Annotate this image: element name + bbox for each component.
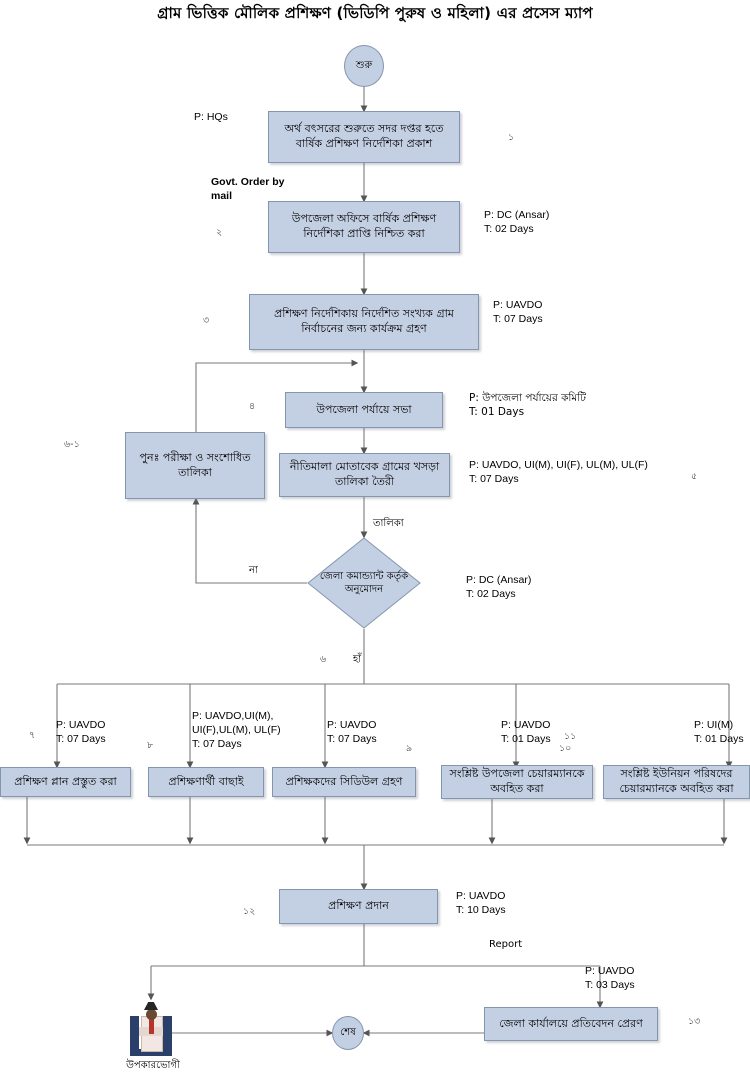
start-label: শুরু — [355, 59, 373, 71]
process-node-3[interactable]: প্রশিক্ষণ নির্দেশিকায় নির্দেশিত সংখ্যক … — [249, 294, 479, 350]
annotation-node9: P: UAVDO T: 07 Days — [327, 719, 377, 746]
process-node-9[interactable]: প্রশিক্ষকদের সিডিউল গ্রহণ — [272, 767, 416, 797]
step-number-6-1: ৬-১ — [64, 439, 80, 450]
annotation-uavdo-3: P: UAVDO T: 07 Days — [493, 299, 543, 326]
step-number-7: ৭ — [29, 730, 36, 741]
beneficiary-sash — [149, 1018, 154, 1034]
process-node-13-label: জেলা কার্যালয়ে প্রতিবেদন প্রেরণ — [499, 1016, 643, 1030]
step-number-12: ১২ — [243, 906, 256, 917]
beneficiary-seat-left — [130, 1016, 139, 1056]
annotation-node13: P: UAVDO T: 03 Days — [585, 965, 635, 992]
step-number-11: ১১ — [564, 731, 577, 742]
step-number-13: ১৩ — [688, 1016, 701, 1027]
step-number-10: ১০ — [559, 743, 572, 754]
edge-label-talika: তালিকা — [373, 518, 404, 529]
process-node-6-1[interactable]: পুনঃ পরীক্ষা ও সংশোধিত তালিকা — [125, 432, 265, 499]
step-number-2: ২ — [216, 227, 223, 238]
process-node-4[interactable]: উপজেলা পর্যায়ে সভা — [285, 392, 443, 428]
process-node-4-label: উপজেলা পর্যায়ে সভা — [316, 402, 412, 416]
process-node-12[interactable]: প্রশিক্ষণ প্রদান — [279, 889, 438, 924]
process-node-9-label: প্রশিক্ষকদের সিডিউল গ্রহণ — [285, 774, 403, 788]
end-terminator: শেষ — [332, 1016, 364, 1050]
step-number-5: ৫ — [691, 471, 698, 482]
step-number-6: ৬ — [320, 654, 327, 665]
process-node-1-label: অর্থ বৎসরের শুরুতে সদর দপ্তর হতে বার্ষিক… — [284, 122, 444, 150]
process-node-13[interactable]: জেলা কার্যালয়ে প্রতিবেদন প্রেরণ — [484, 1007, 658, 1041]
page-title: গ্রাম ভিত্তিক মৌলিক প্রশিক্ষণ (ভিডিপি পু… — [157, 4, 593, 22]
annotation-hqs: P: HQs — [194, 111, 228, 123]
process-node-8[interactable]: প্রশিক্ষণার্থী বাছাই — [148, 767, 264, 797]
annotation-dc-ansar-2: P: DC (Ansar) T: 02 Days — [466, 574, 532, 601]
step-number-8: ৮ — [147, 740, 154, 751]
annotation-node7: P: UAVDO T: 07 Days — [56, 719, 106, 746]
edge-label-ha: হাঁ — [353, 654, 362, 665]
process-node-11[interactable]: সংশ্লিষ্ট ইউনিয়ন পরিষদের চেয়ারম্যানকে … — [603, 765, 750, 799]
process-node-1[interactable]: অর্থ বৎসরের শুরুতে সদর দপ্তর হতে বার্ষিক… — [268, 111, 460, 163]
edge-label-na: না — [249, 565, 258, 576]
process-node-2[interactable]: উপজেলা অফিসে বার্ষিক প্রশিক্ষণ নির্দেশিক… — [268, 201, 460, 253]
beneficiary-cap — [144, 1002, 158, 1010]
edge-label-report: Report — [489, 939, 523, 950]
start-terminator: শুরু — [344, 45, 384, 87]
process-node-7[interactable]: প্রশিক্ষণ প্লান প্রস্তুত করা — [0, 767, 131, 797]
process-node-6-1-label: পুনঃ পরীক্ষা ও সংশোধিত তালিকা — [139, 450, 251, 479]
process-node-10-label: সংশ্লিষ্ট উপজেলা চেয়ারম্যানকে অবহিত করা — [449, 767, 585, 795]
annotation-node8: P: UAVDO,UI(M), UI(F),UL(M), UL(F) T: 07… — [192, 710, 281, 751]
annotation-govt-order: Govt. Order by mail — [211, 176, 285, 203]
process-node-2-label: উপজেলা অফিসে বার্ষিক প্রশিক্ষণ নির্দেশিক… — [291, 212, 437, 240]
beneficiary-icon — [130, 998, 172, 1056]
process-node-12-label: প্রশিক্ষণ প্রদান — [328, 899, 389, 913]
step-number-3: ৩ — [203, 315, 210, 326]
process-node-5[interactable]: নীতিমালা মোতাবেক গ্রামের খসড়া তালিকা তৈ… — [279, 453, 450, 497]
annotation-dc-ansar-1: P: DC (Ansar) T: 02 Days — [484, 209, 550, 236]
process-node-5-label: নীতিমালা মোতাবেক গ্রামের খসড়া তালিকা তৈ… — [289, 460, 440, 488]
process-node-7-label: প্রশিক্ষণ প্লান প্রস্তুত করা — [14, 774, 117, 788]
process-node-8-label: প্রশিক্ষণার্থী বাছাই — [168, 774, 244, 788]
step-number-4: ৪ — [249, 401, 256, 412]
annotation-node5-roles: P: UAVDO, UI(M), UI(F), UL(M), UL(F) T: … — [469, 459, 648, 486]
annotation-node10: P: UAVDO T: 01 Days — [501, 719, 551, 746]
annotation-upazila-committee: P: উপজেলা পর্যায়ের কমিটি T: 01 Days — [469, 392, 586, 419]
end-label: শেষ — [340, 1026, 356, 1038]
step-number-1: ১ — [508, 132, 515, 143]
process-node-3-label: প্রশিক্ষণ নির্দেশিকায় নির্দেশিত সংখ্যক … — [274, 307, 454, 335]
annotation-node12: P: UAVDO T: 10 Days — [456, 890, 506, 917]
beneficiary-head — [146, 1009, 157, 1020]
process-node-11-label: সংশ্লিষ্ট ইউনিয়ন পরিষদের চেয়ারম্যানকে … — [619, 767, 734, 795]
beneficiary-seat-base — [130, 1049, 172, 1056]
beneficiary-seat-right — [163, 1016, 172, 1056]
decision-node[interactable]: জেলা কমান্ড্যান্ট কর্তৃক অনুমোদন — [307, 537, 421, 629]
beneficiary-label: উপকারভোগী — [126, 1060, 180, 1071]
step-number-9: ৯ — [406, 743, 413, 754]
process-node-10[interactable]: সংশ্লিষ্ট উপজেলা চেয়ারম্যানকে অবহিত করা — [441, 765, 593, 799]
annotation-node11: P: UI(M) T: 01 Days — [694, 719, 744, 746]
